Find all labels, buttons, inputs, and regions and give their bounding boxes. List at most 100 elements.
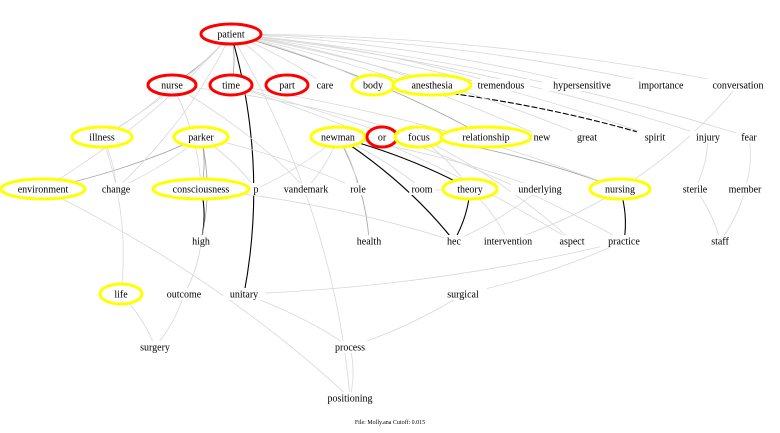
node-great[interactable]: great xyxy=(571,131,603,144)
node-ring xyxy=(146,73,198,97)
node-focus[interactable]: focus xyxy=(393,125,445,149)
node-label: conversation xyxy=(712,81,763,92)
node-patient[interactable]: patient xyxy=(199,22,263,46)
edge-patient-environment xyxy=(42,33,232,190)
node-background xyxy=(223,288,265,300)
node-ring xyxy=(0,177,87,201)
node-label: body xyxy=(363,81,383,92)
node-conversation[interactable]: conversation xyxy=(703,79,773,92)
node-member[interactable]: member xyxy=(726,183,764,196)
edge-patient-conversation xyxy=(230,33,739,86)
node-background xyxy=(542,79,622,91)
node-label: nurse xyxy=(161,81,183,92)
node-hypersensitive[interactable]: hypersensitive xyxy=(542,79,622,92)
node-underlying[interactable]: underlying xyxy=(511,183,569,196)
node-label: unitary xyxy=(230,290,258,301)
node-label: staff xyxy=(711,237,729,248)
node-surgery[interactable]: surgery xyxy=(134,341,176,354)
node-background xyxy=(636,131,674,143)
node-background xyxy=(473,235,543,247)
node-label: importance xyxy=(639,81,685,92)
node-process[interactable]: process xyxy=(329,341,371,354)
node-environment[interactable]: environment xyxy=(0,177,87,201)
node-nursing[interactable]: nursing xyxy=(588,177,652,201)
node-ring xyxy=(264,73,310,97)
node-p[interactable]: p xyxy=(251,183,261,196)
node-vandemark[interactable]: vandemark xyxy=(279,183,333,196)
node-label: surgical xyxy=(447,290,479,301)
node-label: room xyxy=(411,185,432,196)
edge-time-aspect xyxy=(230,84,573,242)
node-care[interactable]: care xyxy=(312,79,338,92)
edge-fear-member xyxy=(744,136,751,190)
node-health[interactable]: health xyxy=(350,235,388,248)
node-label: fear xyxy=(741,133,757,144)
node-label: role xyxy=(350,185,366,196)
node-relationship[interactable]: relationship xyxy=(439,125,533,149)
node-injury[interactable]: injury xyxy=(689,131,727,144)
node-body[interactable]: body xyxy=(350,73,396,97)
node-background xyxy=(736,131,762,143)
node-label: tremendous xyxy=(478,81,525,92)
node-ring xyxy=(208,73,254,97)
node-label: vandemark xyxy=(284,185,328,196)
node-surgical[interactable]: surgical xyxy=(439,288,487,301)
node-new[interactable]: new xyxy=(531,131,553,144)
edge-patient-unitary xyxy=(230,33,255,295)
edge-newman-hec xyxy=(337,136,455,242)
node-unitary[interactable]: unitary xyxy=(223,288,265,301)
node-ring xyxy=(172,125,230,149)
node-anesthesia[interactable]: anesthesia xyxy=(391,73,473,97)
node-nurse[interactable]: nurse xyxy=(146,73,198,97)
node-label: life xyxy=(114,290,128,301)
node-fear[interactable]: fear xyxy=(736,131,762,144)
node-parker[interactable]: parker xyxy=(172,125,230,149)
node-tremendous[interactable]: tremendous xyxy=(472,79,530,92)
node-sterile[interactable]: sterile xyxy=(674,183,716,196)
node-part[interactable]: part xyxy=(264,73,310,97)
node-life[interactable]: life xyxy=(98,282,144,306)
node-illness[interactable]: illness xyxy=(70,125,134,149)
node-intervention[interactable]: intervention xyxy=(473,235,543,248)
node-theory[interactable]: theory xyxy=(441,177,499,201)
node-spirit[interactable]: spirit xyxy=(636,131,674,144)
node-ring xyxy=(588,177,652,201)
edge-high-outcome xyxy=(183,240,202,295)
node-or[interactable]: or xyxy=(365,125,399,149)
caption: File: Molly.ana Cutoff: 0.015 xyxy=(355,419,425,426)
edge-patient-importance xyxy=(230,33,662,86)
node-outcome[interactable]: outcome xyxy=(163,288,205,301)
node-background xyxy=(409,183,435,195)
node-label: underlying xyxy=(518,185,561,196)
node-room[interactable]: room xyxy=(409,183,435,196)
node-positioning[interactable]: positioning xyxy=(318,392,382,405)
node-consciousness[interactable]: consciousness xyxy=(151,177,251,201)
edge-practice-unitary xyxy=(243,240,625,295)
node-change[interactable]: change xyxy=(97,183,135,196)
node-background xyxy=(350,235,388,247)
edge-consciousness-hec xyxy=(200,188,455,242)
node-label: high xyxy=(192,237,210,248)
node-time[interactable]: time xyxy=(208,73,254,97)
node-label: anesthesia xyxy=(411,81,453,92)
edge-surgical-process xyxy=(349,293,464,348)
node-hec[interactable]: hec xyxy=(443,235,465,248)
node-newman[interactable]: newman xyxy=(309,125,367,149)
node-ring xyxy=(151,177,251,201)
node-label: hec xyxy=(447,237,461,248)
node-high[interactable]: high xyxy=(188,235,214,248)
node-background xyxy=(134,341,176,353)
node-label: great xyxy=(577,133,597,144)
node-background xyxy=(163,288,205,300)
node-ring xyxy=(70,125,134,149)
node-aspect[interactable]: aspect xyxy=(553,235,591,248)
node-practice[interactable]: practice xyxy=(600,235,648,248)
edge-practice-surgical xyxy=(462,240,625,295)
node-role[interactable]: role xyxy=(345,183,371,196)
node-background xyxy=(472,79,530,91)
edge-patient-change xyxy=(115,33,232,190)
node-importance[interactable]: importance xyxy=(632,79,690,92)
node-label: theory xyxy=(457,185,483,196)
node-staff[interactable]: staff xyxy=(704,235,736,248)
